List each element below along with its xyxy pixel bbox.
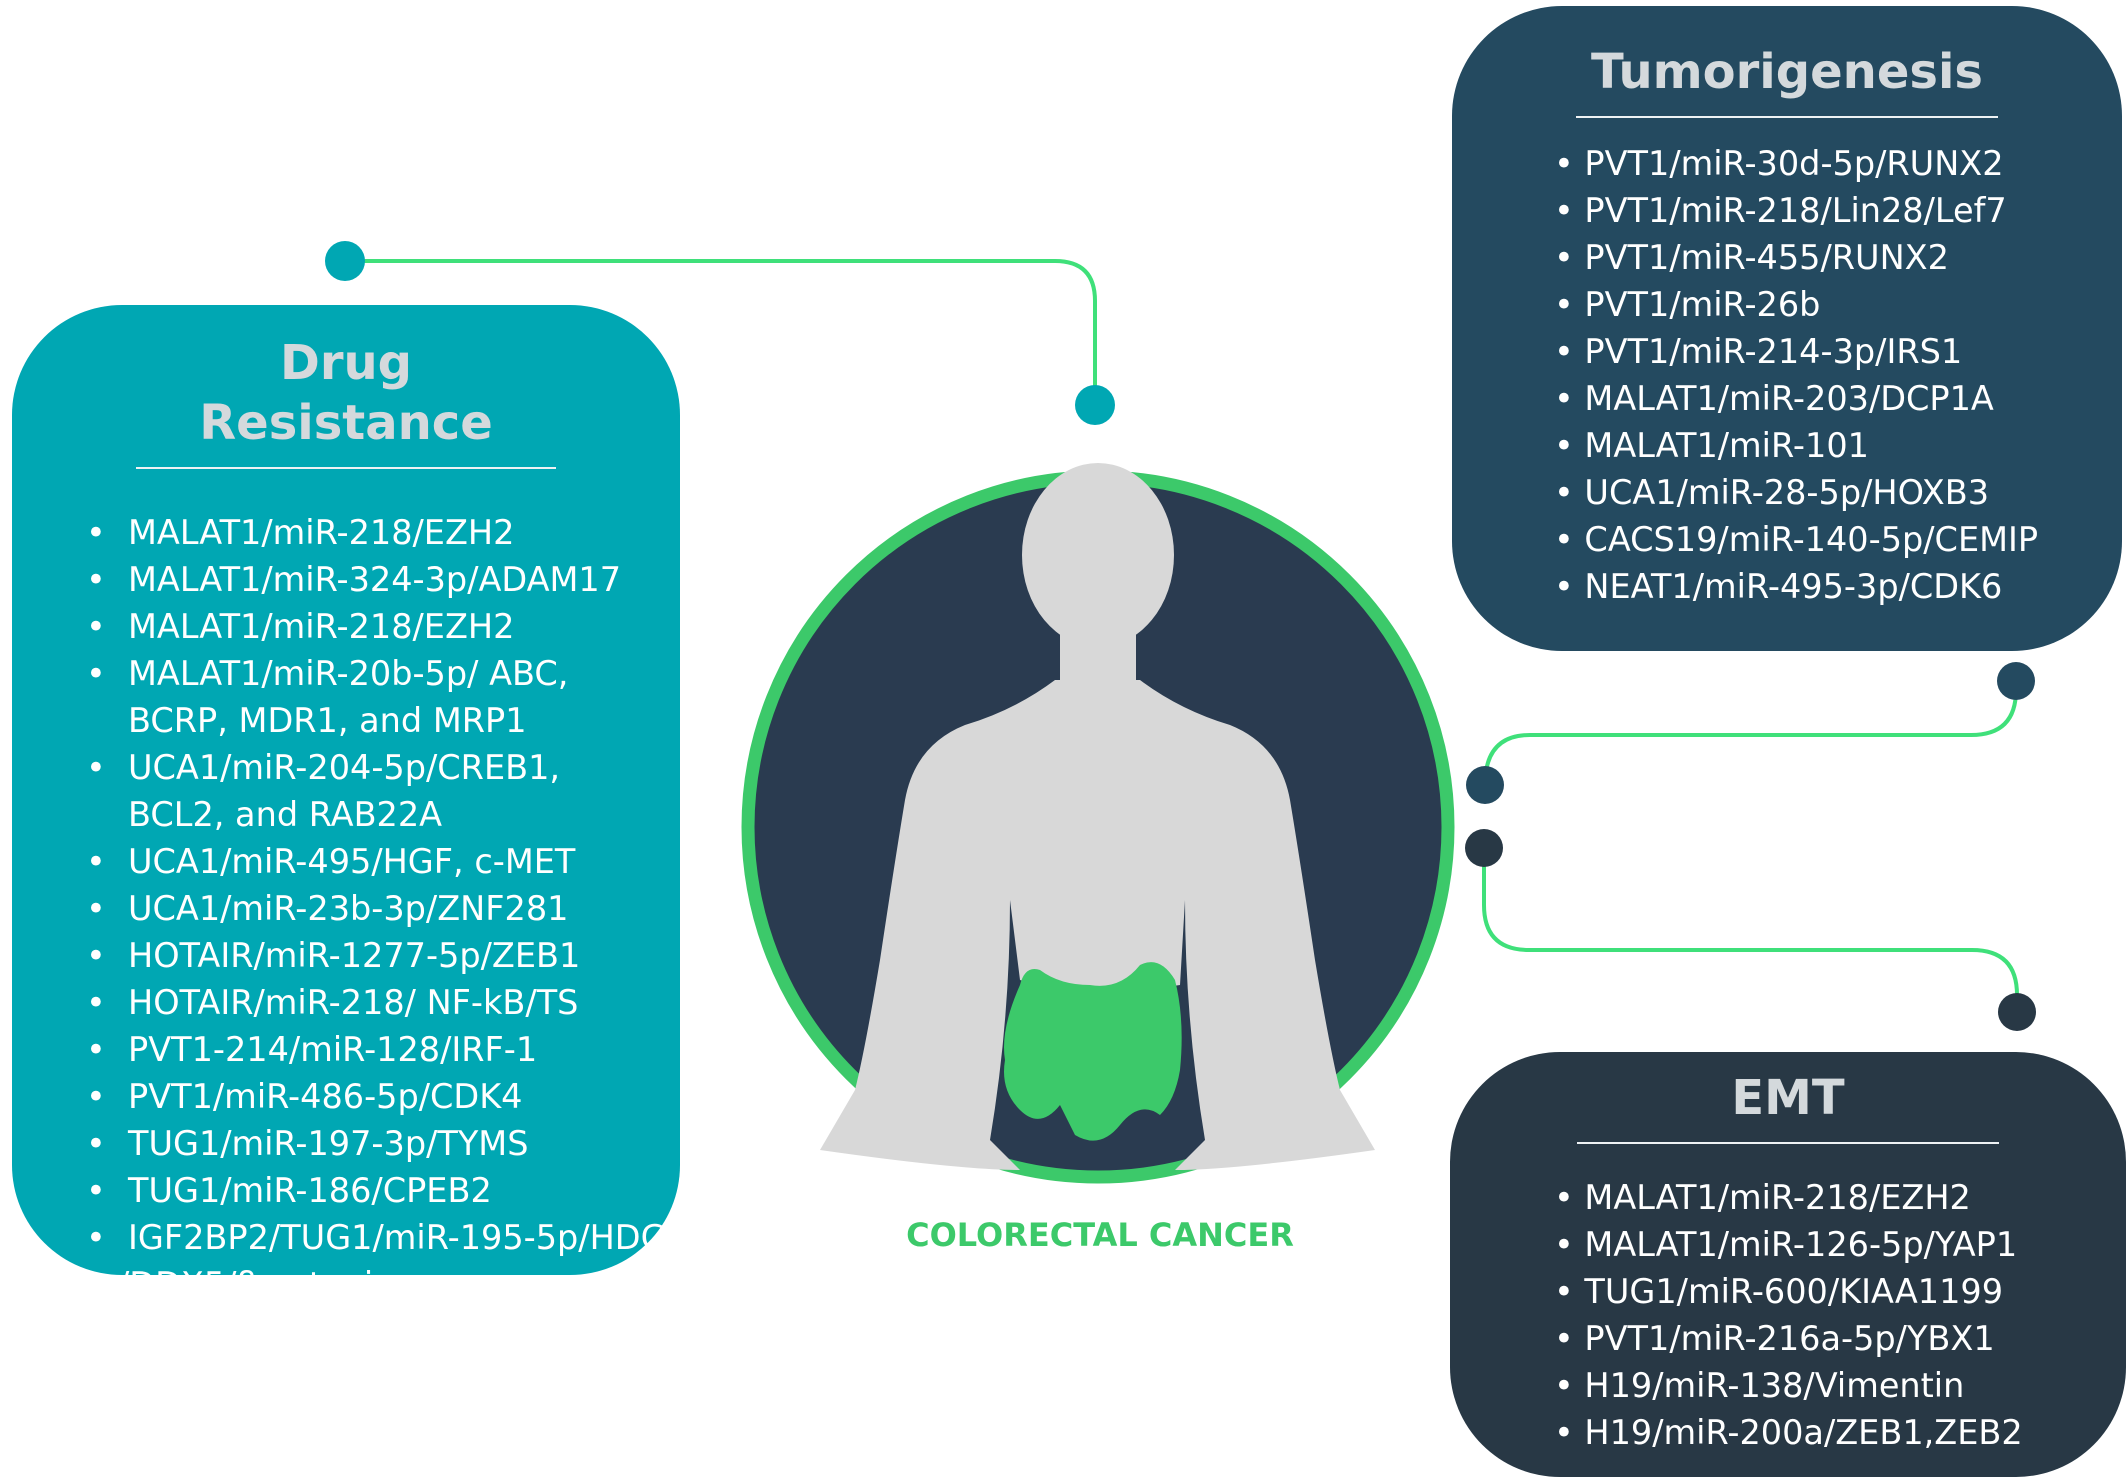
list-item: MALAT1/miR-101	[1554, 422, 2122, 469]
list-item: HOTAIR/miR-218/ NF-kB/TS	[86, 979, 680, 1026]
emt-connector-dot-start	[1465, 829, 1503, 867]
tumor-connector-line	[1483, 681, 2018, 786]
list-item-continuation: BCL2, and RAB22A	[128, 795, 443, 834]
emt-title: EMT	[1577, 1068, 1999, 1144]
drug-connector-dot-start	[325, 241, 365, 281]
colon-illustration	[1004, 962, 1182, 1141]
list-item: TUG1/miR-186/CPEB2	[86, 1167, 680, 1214]
list-item: PVT1/miR-30d-5p/RUNX2	[1554, 140, 2122, 187]
center-body-illustration	[741, 463, 1455, 1184]
list-item: H19/miR-138/Vimentin	[1554, 1362, 2126, 1409]
tumorigenesis-panel: Tumorigenesis PVT1/miR-30d-5p/RUNX2 PVT1…	[1452, 6, 2122, 651]
drug-connector-dot-end	[1075, 385, 1115, 425]
list-item: MALAT1/miR-126-5p/YAP1	[1554, 1221, 2126, 1268]
list-item: CACS19/miR-140-5p/CEMIP	[1554, 516, 2122, 563]
list-item: MALAT1/miR-203/DCP1A	[1554, 375, 2122, 422]
list-item: MALAT1/miR-218/EZH2	[86, 509, 680, 556]
list-item: UCA1/miR-204-5p/CREB1,	[86, 744, 680, 791]
drug-resistance-title: Drug Resistance	[136, 333, 556, 469]
drug-resistance-list: MALAT1/miR-218/EZH2 MALAT1/miR-324-3p/AD…	[86, 509, 686, 1308]
list-item: TUG1/miR-600/KIAA1199	[1554, 1268, 2126, 1315]
list-item: H19/miR-200a/ZEB1,ZEB2	[1554, 1409, 2126, 1456]
list-item: PVT1/miR-214-3p/IRS1	[1554, 328, 2122, 375]
list-item: PVT1/miR-218/Lin28/Lef7	[1554, 187, 2122, 234]
list-item-continuation: BCRP, MDR1, and MRP1	[128, 701, 527, 740]
list-item: MALAT1/miR-218/EZH2	[86, 603, 680, 650]
list-item: MALAT1/miR-20b-5p/ ABC,	[86, 650, 680, 697]
list-item-continuation: /DDX5/β-catenin	[118, 1265, 395, 1304]
emt-list: MALAT1/miR-218/EZH2 MALAT1/miR-126-5p/YA…	[1554, 1174, 2126, 1456]
list-item: UCA1/miR-495/HGF, c-MET	[86, 838, 680, 885]
drug-resistance-panel: Drug Resistance MALAT1/miR-218/EZH2 MALA…	[12, 305, 686, 1304]
list-item: PVT1/miR-26b	[1554, 281, 2122, 328]
list-item: PVT1-214/miR-128/IRF-1	[86, 1026, 680, 1073]
body-silhouette	[820, 680, 1375, 1170]
list-item: MALAT1/miR-324-3p/ADAM17	[86, 556, 680, 603]
list-item: IGF2BP2/TUG1/miR-195-5p/HDGF	[86, 1214, 686, 1261]
list-item: PVT1/miR-455/RUNX2	[1554, 234, 2122, 281]
list-item: HOTAIR/miR-1277-5p/ZEB1	[86, 932, 680, 979]
drug-connector-line	[345, 259, 1097, 405]
neck-silhouette	[1060, 620, 1136, 690]
emt-connector-line	[1482, 848, 2019, 1012]
list-item: UCA1/miR-28-5p/HOXB3	[1554, 469, 2122, 516]
center-label: COLORECTAL CANCER	[906, 1216, 1294, 1254]
list-item: NEAT1/miR-495-3p/CDK6	[1554, 563, 2122, 610]
tumor-connector-dot-end	[1466, 766, 1504, 804]
list-item: TUG1/miR-197-3p/TYMS	[86, 1120, 680, 1167]
list-item: PVT1/miR-216a-5p/YBX1	[1554, 1315, 2126, 1362]
head-silhouette	[1022, 463, 1174, 647]
list-item: UCA1/miR-23b-3p/ZNF281	[86, 885, 680, 932]
list-item: PVT1/miR-486-5p/CDK4	[86, 1073, 680, 1120]
emt-connector-dot-end	[1998, 993, 2036, 1031]
emt-panel: EMT MALAT1/miR-218/EZH2 MALAT1/miR-126-5…	[1450, 1052, 2126, 1477]
tumorigenesis-title: Tumorigenesis	[1576, 42, 1998, 118]
list-item: MALAT1/miR-218/EZH2	[1554, 1174, 2126, 1221]
tumorigenesis-list: PVT1/miR-30d-5p/RUNX2 PVT1/miR-218/Lin28…	[1554, 140, 2122, 610]
tumor-connector-dot-start	[1997, 662, 2035, 700]
